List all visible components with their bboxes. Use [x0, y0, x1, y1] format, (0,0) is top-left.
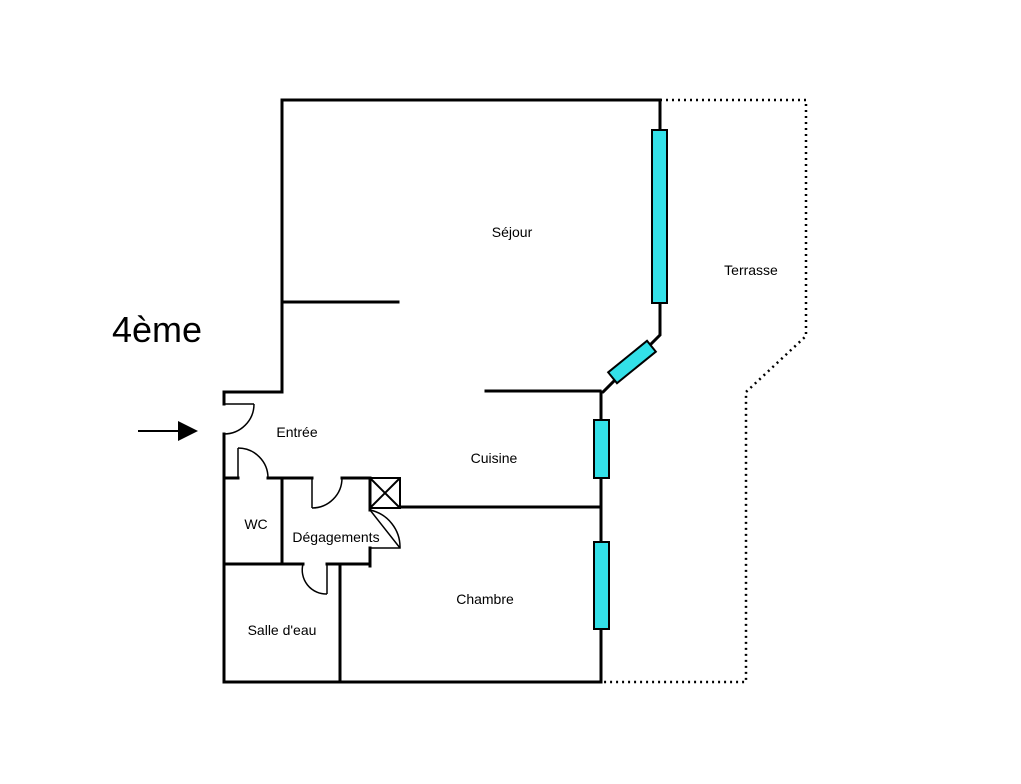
door-degagements: [311, 477, 343, 509]
room-label-entree: Entrée: [276, 424, 317, 440]
room-label-wc: WC: [244, 516, 267, 532]
entry-arrow-icon: [138, 421, 198, 441]
door-wc: [237, 447, 269, 479]
door-kitchen: [369, 509, 401, 549]
door-entry: [223, 403, 255, 435]
room-label-terrasse: Terrasse: [724, 262, 778, 278]
room-label-salle-eau: Salle d'eau: [248, 622, 317, 638]
duct-shaft: [369, 477, 401, 509]
window-cuisine: [593, 419, 610, 479]
window-chambre: [593, 541, 610, 630]
interior-walls: [222, 300, 603, 684]
room-label-degagements: Dégagements: [292, 529, 379, 545]
floor-label: 4ème: [112, 309, 202, 350]
room-label-chambre: Chambre: [456, 591, 514, 607]
terrace-outline: [600, 98, 808, 684]
window-sejour: [651, 129, 668, 304]
room-label-sejour: Séjour: [492, 224, 533, 240]
window-diagonal: [606, 339, 658, 385]
door-salle-eau: [301, 563, 328, 595]
room-label-cuisine: Cuisine: [471, 450, 518, 466]
